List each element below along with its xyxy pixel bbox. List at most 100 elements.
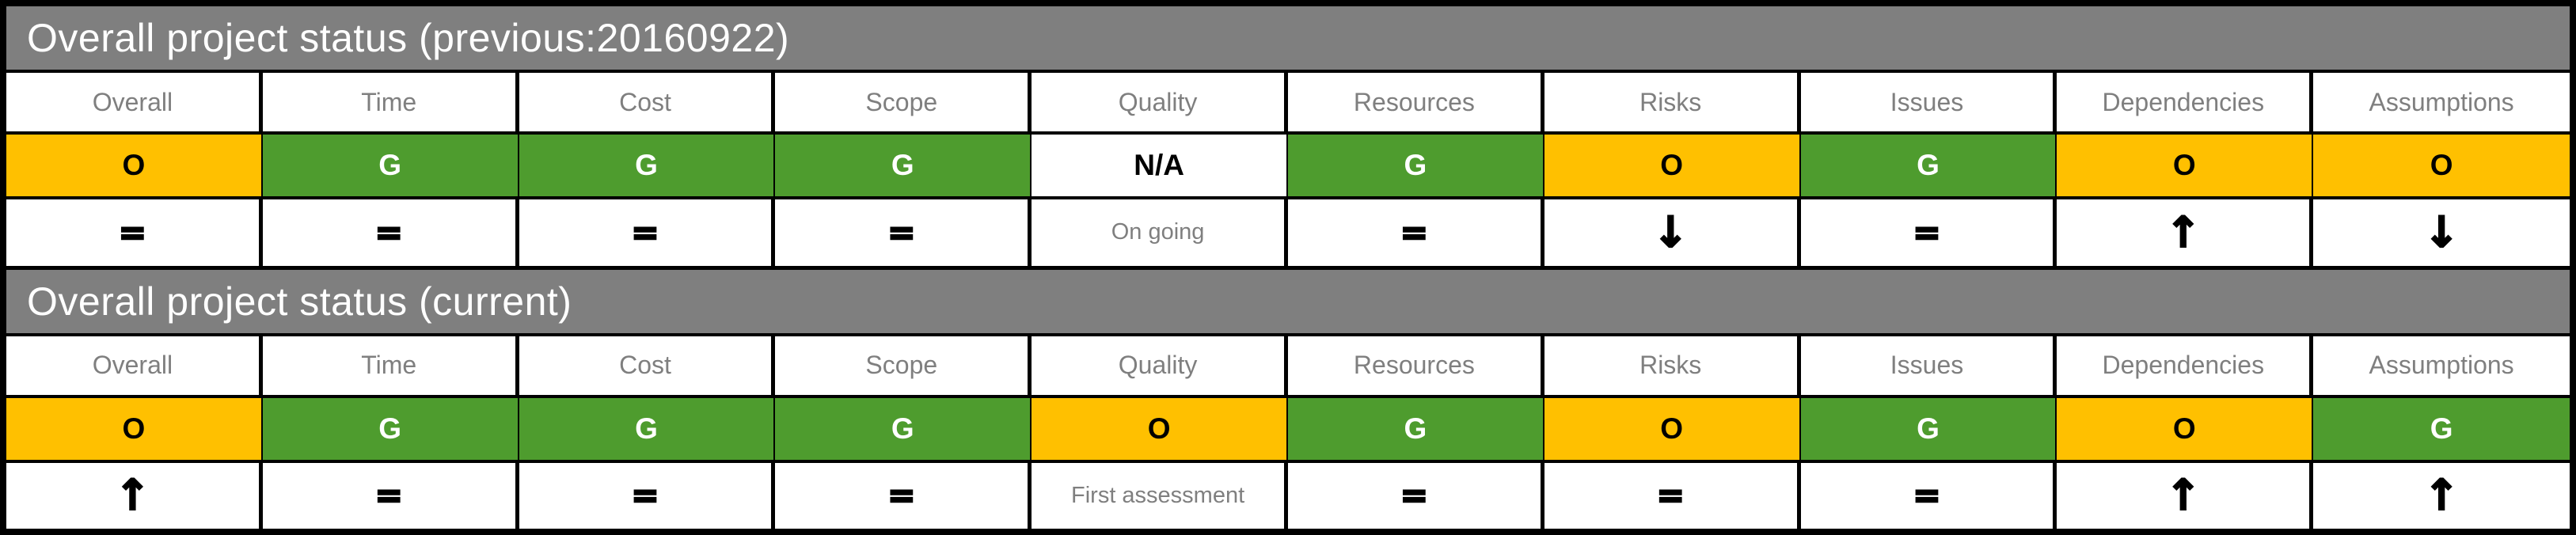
- column-header-cell: Scope: [775, 336, 1032, 395]
- column-header-cell: Dependencies: [2057, 336, 2314, 395]
- section-previous-status: Overall project status (previous:2016092…: [6, 6, 2570, 266]
- column-header-label: Assumptions: [2369, 351, 2514, 379]
- column-header-label: Risks: [1639, 351, 1702, 379]
- trend-equal-icon: =: [630, 476, 660, 515]
- trend-equal-icon: =: [630, 212, 660, 252]
- status-letter: O: [2172, 412, 2196, 445]
- trend-cell: ↑: [2313, 462, 2570, 529]
- header-row: Overall Time Cost Scope Quality Resources Risk…: [6, 73, 2570, 135]
- status-cell: G: [1287, 397, 1544, 460]
- column-header-cell: Time: [262, 73, 519, 131]
- trend-cell: =: [519, 199, 776, 266]
- status-cell: G: [1800, 135, 2057, 196]
- column-header-cell: Issues: [1800, 73, 2057, 131]
- status-cell: G: [262, 135, 519, 196]
- trend-cell: =: [6, 199, 263, 266]
- column-header-cell: Quality: [1032, 336, 1288, 395]
- status-letter: G: [891, 149, 914, 181]
- trend-cell: =: [1287, 199, 1544, 266]
- column-header-label: Overall: [92, 351, 173, 379]
- status-cell: O: [2057, 397, 2314, 460]
- status-letter: G: [378, 149, 402, 181]
- column-header-cell: Risks: [1544, 336, 1801, 395]
- status-letter: G: [1917, 412, 1940, 445]
- trend-equal-icon: =: [887, 476, 917, 515]
- trend-up-arrow-icon: ↑: [2164, 470, 2202, 521]
- trend-down-arrow-icon: ↓: [2422, 207, 2460, 257]
- column-header-label: Quality: [1118, 87, 1198, 116]
- column-header-label: Risks: [1639, 87, 1702, 116]
- trend-equal-icon: =: [1912, 212, 1942, 252]
- column-header-label: Scope: [865, 351, 938, 379]
- trend-cell: =: [519, 462, 776, 529]
- trend-up-arrow-icon: ↑: [2422, 470, 2460, 521]
- column-header-label: Cost: [619, 351, 671, 379]
- column-header-cell: Assumptions: [2313, 336, 2570, 395]
- status-letter: G: [635, 412, 658, 445]
- status-cell: G: [2313, 397, 2570, 460]
- status-cell: O: [6, 397, 263, 460]
- trend-cell: =: [775, 462, 1032, 529]
- column-header-label: Scope: [865, 87, 938, 116]
- status-cell: O: [2313, 135, 2570, 196]
- column-header-cell: Dependencies: [2057, 73, 2314, 131]
- header-row: Overall Time Cost Scope Quality Resources Risk…: [6, 336, 2570, 398]
- status-letter: O: [1147, 412, 1171, 445]
- trend-up-arrow-icon: ↑: [114, 470, 151, 521]
- column-header-label: Assumptions: [2369, 87, 2514, 116]
- status-cell: O: [1032, 397, 1288, 460]
- section-current-status: Overall project status (current) Overall…: [6, 265, 2570, 529]
- column-header-cell: Overall: [6, 73, 263, 131]
- trend-equal-icon: =: [1400, 212, 1430, 252]
- trend-row: ↑ = = = First assessment = = = ↑ ↑: [6, 462, 2570, 529]
- trend-cell: =: [1800, 462, 2057, 529]
- column-header-cell: Assumptions: [2313, 73, 2570, 131]
- trend-cell: ↑: [6, 462, 263, 529]
- trend-equal-icon: =: [887, 212, 917, 252]
- column-header-label: Quality: [1118, 351, 1198, 379]
- trend-cell: ↓: [2313, 199, 2570, 266]
- column-header-label: Dependencies: [2102, 351, 2265, 379]
- trend-cell: =: [262, 462, 519, 529]
- status-letter: O: [2430, 149, 2453, 181]
- status-cell: G: [519, 135, 776, 196]
- column-header-label: Overall: [92, 87, 173, 116]
- trend-equal-icon: =: [374, 476, 404, 515]
- trend-equal-icon: =: [1400, 476, 1430, 515]
- status-letter: O: [1660, 412, 1684, 445]
- status-letter: G: [1404, 412, 1427, 445]
- trend-cell: =: [775, 199, 1032, 266]
- trend-cell: ↑: [2057, 462, 2314, 529]
- trend-cell: =: [262, 199, 519, 266]
- column-header-cell: Resources: [1287, 336, 1544, 395]
- status-cell: O: [1544, 397, 1801, 460]
- trend-equal-icon: =: [118, 212, 148, 252]
- column-header-cell: Cost: [519, 336, 776, 395]
- column-header-label: Time: [361, 351, 417, 379]
- column-header-cell: Time: [262, 336, 519, 395]
- status-cell: O: [6, 135, 263, 196]
- section-title-bar: Overall project status (previous:2016092…: [6, 6, 2570, 73]
- column-header-label: Dependencies: [2102, 87, 2265, 116]
- section-title-bar: Overall project status (current): [6, 269, 2570, 336]
- trend-cell: ↑: [2057, 199, 2314, 266]
- trend-cell: First assessment: [1032, 462, 1288, 529]
- trend-note: First assessment: [1071, 482, 1245, 508]
- status-letter: G: [2430, 412, 2453, 445]
- status-letter: G: [1917, 149, 1940, 181]
- trend-up-arrow-icon: ↑: [2164, 207, 2202, 257]
- column-header-cell: Cost: [519, 73, 776, 131]
- section-title: Overall project status (current): [27, 279, 572, 324]
- column-header-cell: Risks: [1544, 73, 1801, 131]
- status-cell: O: [2057, 135, 2314, 196]
- column-header-cell: Overall: [6, 336, 263, 395]
- column-header-label: Resources: [1353, 351, 1475, 379]
- column-header-label: Resources: [1353, 87, 1475, 116]
- status-letter: O: [122, 149, 146, 181]
- trend-cell: =: [1287, 462, 1544, 529]
- column-header-label: Cost: [619, 87, 671, 116]
- trend-equal-icon: =: [1655, 476, 1685, 515]
